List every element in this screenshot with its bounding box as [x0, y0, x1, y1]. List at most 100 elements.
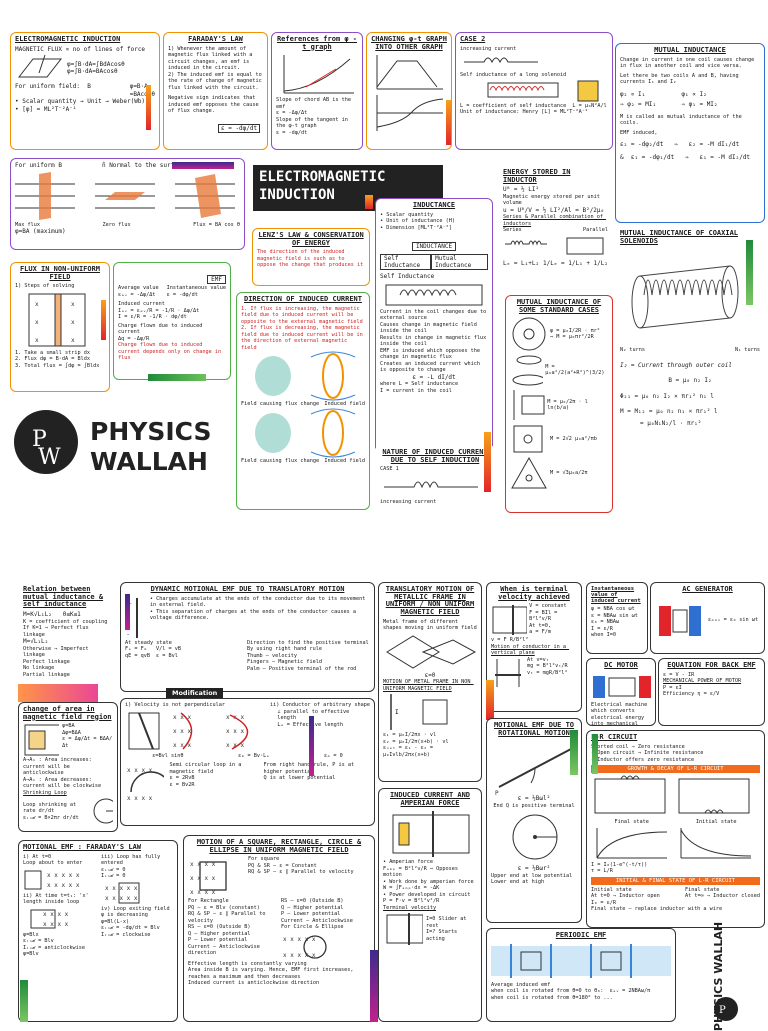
- nonuniform-line: 1) Steps of solving: [15, 283, 75, 290]
- lr-line: Final state: [614, 819, 649, 826]
- energy-line: Magnetic energy stored per unit volume: [503, 193, 603, 207]
- mutual-line: ⇒ φ₂ = MI₁ ⇒ φ₁ = MI₂: [620, 101, 718, 109]
- mutual-std-line: M = 2√2 μ₀a²/πb: [550, 436, 597, 443]
- dynamic-line: V/l = vB: [156, 646, 181, 653]
- lr-line: At t=∞ → Inductor closed: [685, 893, 760, 900]
- self-inductance-node: Self Inductance: [380, 254, 432, 271]
- fm-line: Iᵢₙ𝒹 = anticlockwise: [23, 944, 85, 951]
- induced-line: I=? Starts acting: [425, 929, 461, 942]
- nonuniform-frame-diagram: I: [390, 694, 448, 731]
- svg-text:P: P: [32, 427, 47, 452]
- instant-line: φ = NBA cos ωt: [591, 606, 635, 613]
- modification-line: ε=Bvl sinθ: [152, 752, 184, 759]
- induced-line: I=0 Slider at rest: [425, 916, 470, 929]
- mutual-inductance-title: MUTUAL INDUCTANCE: [654, 46, 726, 54]
- direction-card: DIRECTION OF INDUCED CURRENT 1. If flux …: [236, 292, 370, 510]
- svg-text:x x x x x: x x x x x: [47, 872, 80, 879]
- relation-line: Partial linkage: [23, 671, 70, 678]
- mutual-std-line: M = μ₀a²/2(a²+R²)^(3/2): [545, 363, 605, 377]
- accent-bar: [484, 432, 491, 492]
- lr-line: • Inductor offers zero resistance: [591, 756, 695, 763]
- inductance-line: Results in change in magnetic flux insid…: [380, 334, 490, 348]
- dynamic-line: Direction to find the positive terminal: [247, 639, 369, 646]
- energy-line: Uᴮ = ½ LI²: [503, 186, 540, 194]
- modification-line: ε = 2RvB: [169, 775, 195, 781]
- nature-title: NATURE OF INDUCED CURRENT DUE TO SELF IN…: [382, 448, 488, 464]
- svg-text:x x x x: x x x x: [127, 795, 153, 802]
- uniform-b-title: For uniform B: [15, 162, 62, 169]
- terminal-title: When is terminal velocity achieved: [498, 585, 570, 601]
- rotational-line: ε = ½Bωl²: [517, 795, 551, 803]
- coaxial-line: I₂ = Current through outer coil: [620, 361, 732, 369]
- mutual-standard-title: MUTUAL INDUCTANCE OF SOME STANDARD CASES: [516, 298, 602, 314]
- induced-line: Fₐₘₚ = B²l²v/R ⇒ Opposes motion: [383, 865, 462, 879]
- inductance-line: • Unit of inductance (H): [380, 218, 455, 225]
- flux-line: =BAcosθ: [129, 90, 155, 98]
- direction-line: 2. If flux is decreasing, the magnetic f…: [241, 325, 366, 351]
- lr-decay-circuit: [678, 778, 750, 815]
- inductance-line: • Dimension [ML²T⁻²A⁻²]: [380, 224, 452, 231]
- loop-entering-diagram: x x x x xx x x x x: [24, 870, 80, 890]
- modification-line: From right hand rule, P is at higher pot…: [263, 762, 355, 775]
- square-line: RQ & SP – ε ∥ Parallel to velocity: [248, 869, 354, 876]
- dynamic-line: ε = Bvl: [156, 652, 178, 659]
- loop-full-diagram: x x x x xx x x x x: [105, 882, 140, 904]
- modification-label: Modification: [166, 688, 224, 698]
- accent-bar: [146, 85, 151, 130]
- energy-title: ENERGY STORED IN INDUCTOR: [503, 168, 571, 184]
- square-loop-motion-diagram: x x x xx x x xx x x x: [190, 861, 227, 896]
- fm-line: φ=Blx: [23, 931, 39, 938]
- direction-line: Field causing flux change: [241, 401, 320, 408]
- lr-growth-graph: [596, 827, 668, 859]
- relation-line: No linkage: [23, 665, 55, 672]
- rotational-line: Lower end at high: [491, 879, 545, 886]
- instant-title: Instantaneous value of induced current: [591, 586, 641, 605]
- direction-line: Induced field: [324, 401, 365, 408]
- accent-bar: [148, 374, 206, 381]
- mutual-line: φ₂ ∝ I₁ φ₁ ∝ I₂: [620, 90, 707, 98]
- lenz-title: LENZ'S LAW & CONSERVATION OF ENERGY: [258, 231, 364, 247]
- lenz-line: The direction of the induced magnetic fi…: [257, 249, 364, 269]
- flux-line: For uniform field: B: [15, 83, 91, 91]
- graph-ref-line: ε = -dφ/dt: [276, 129, 308, 136]
- square-line: Induced current is anticlockwise directi…: [188, 980, 320, 987]
- nature-line: increasing current: [380, 498, 437, 505]
- mutual-inductance-node: Mutual Inductance: [431, 254, 488, 271]
- square-line: RQ & SP – ε ∥ Parallel to velocity: [188, 911, 269, 924]
- mutual-line: ε₂ = -dφ₂/dt ⇒ ε₂ = -M dI₁/dt: [620, 141, 740, 149]
- rotational-title: MOTIONAL EMF DUE TO ROTATIONAL MOTION: [493, 721, 575, 737]
- main-title-line2: INDUCTION: [259, 187, 335, 203]
- fm-line: iv) Loop exiting field: [100, 905, 170, 912]
- translatory-line: ε=0: [424, 671, 436, 679]
- area-rectangle-diagram: [24, 724, 60, 756]
- square-line: Effective length is constantly varying: [188, 960, 307, 967]
- rotating-rod-diagram: PQ: [495, 742, 575, 795]
- modification-line: ε = Bv2R: [169, 781, 195, 788]
- terminal-card: When is terminal velocity achieved V = c…: [486, 582, 582, 712]
- induced-ampere-card: INDUCED CURRENT AND AMPERIAN FORCE • Amp…: [378, 788, 482, 1022]
- modification-line: Q is at lower potential: [263, 775, 336, 781]
- square-line: PQ & SR – ε = Constant: [248, 862, 317, 869]
- lr-growth-banner: GROWTH & DECAY OF L-R CIRCUIT: [591, 765, 760, 774]
- flux-line: φ=B·A: [129, 83, 148, 91]
- inductance-formula: ε = -L dI/dt: [412, 373, 456, 381]
- energy-line: 1/Lₑ = 1/L₁ + 1/L₂: [542, 259, 608, 267]
- faradays-line: Negative sign indicates that induced emf…: [168, 95, 262, 115]
- square-line: PQ – ε = Blv (constant): [188, 904, 260, 911]
- terminal-velocity-diagram: [386, 913, 423, 946]
- flux-intro-title: ELECTROMAGNETIC INDUCTION: [15, 35, 121, 43]
- dynamic-line: Fₑ = Fₘ: [125, 646, 147, 653]
- rotational-card: MOTIONAL EMF DUE TO ROTATIONAL MOTION PQ…: [486, 718, 582, 923]
- accent-bar: [446, 100, 451, 145]
- svg-text:x x x: x x x: [173, 728, 191, 735]
- emf-line: Average value: [118, 285, 159, 291]
- emf-line: Instantaneous value: [166, 285, 226, 291]
- lr-state-banner: INITIAL & FINAL STATE OF L-R CIRCUIT: [591, 876, 760, 885]
- svg-text:x: x: [71, 319, 75, 326]
- fm-line: εᵢₙ𝒹 = -dφ/dt = Blv: [100, 925, 160, 932]
- equation-line: ε = V - IR: [663, 671, 695, 678]
- mutual-standard-card: MUTUAL INDUCTANCE OF SOME STANDARD CASES…: [505, 295, 613, 513]
- main-title-line1: ELECTROMAGNETIC: [259, 169, 386, 185]
- induced-line: P = F·v = B²l²v²/R: [383, 898, 440, 905]
- svg-text:x: x: [35, 319, 39, 326]
